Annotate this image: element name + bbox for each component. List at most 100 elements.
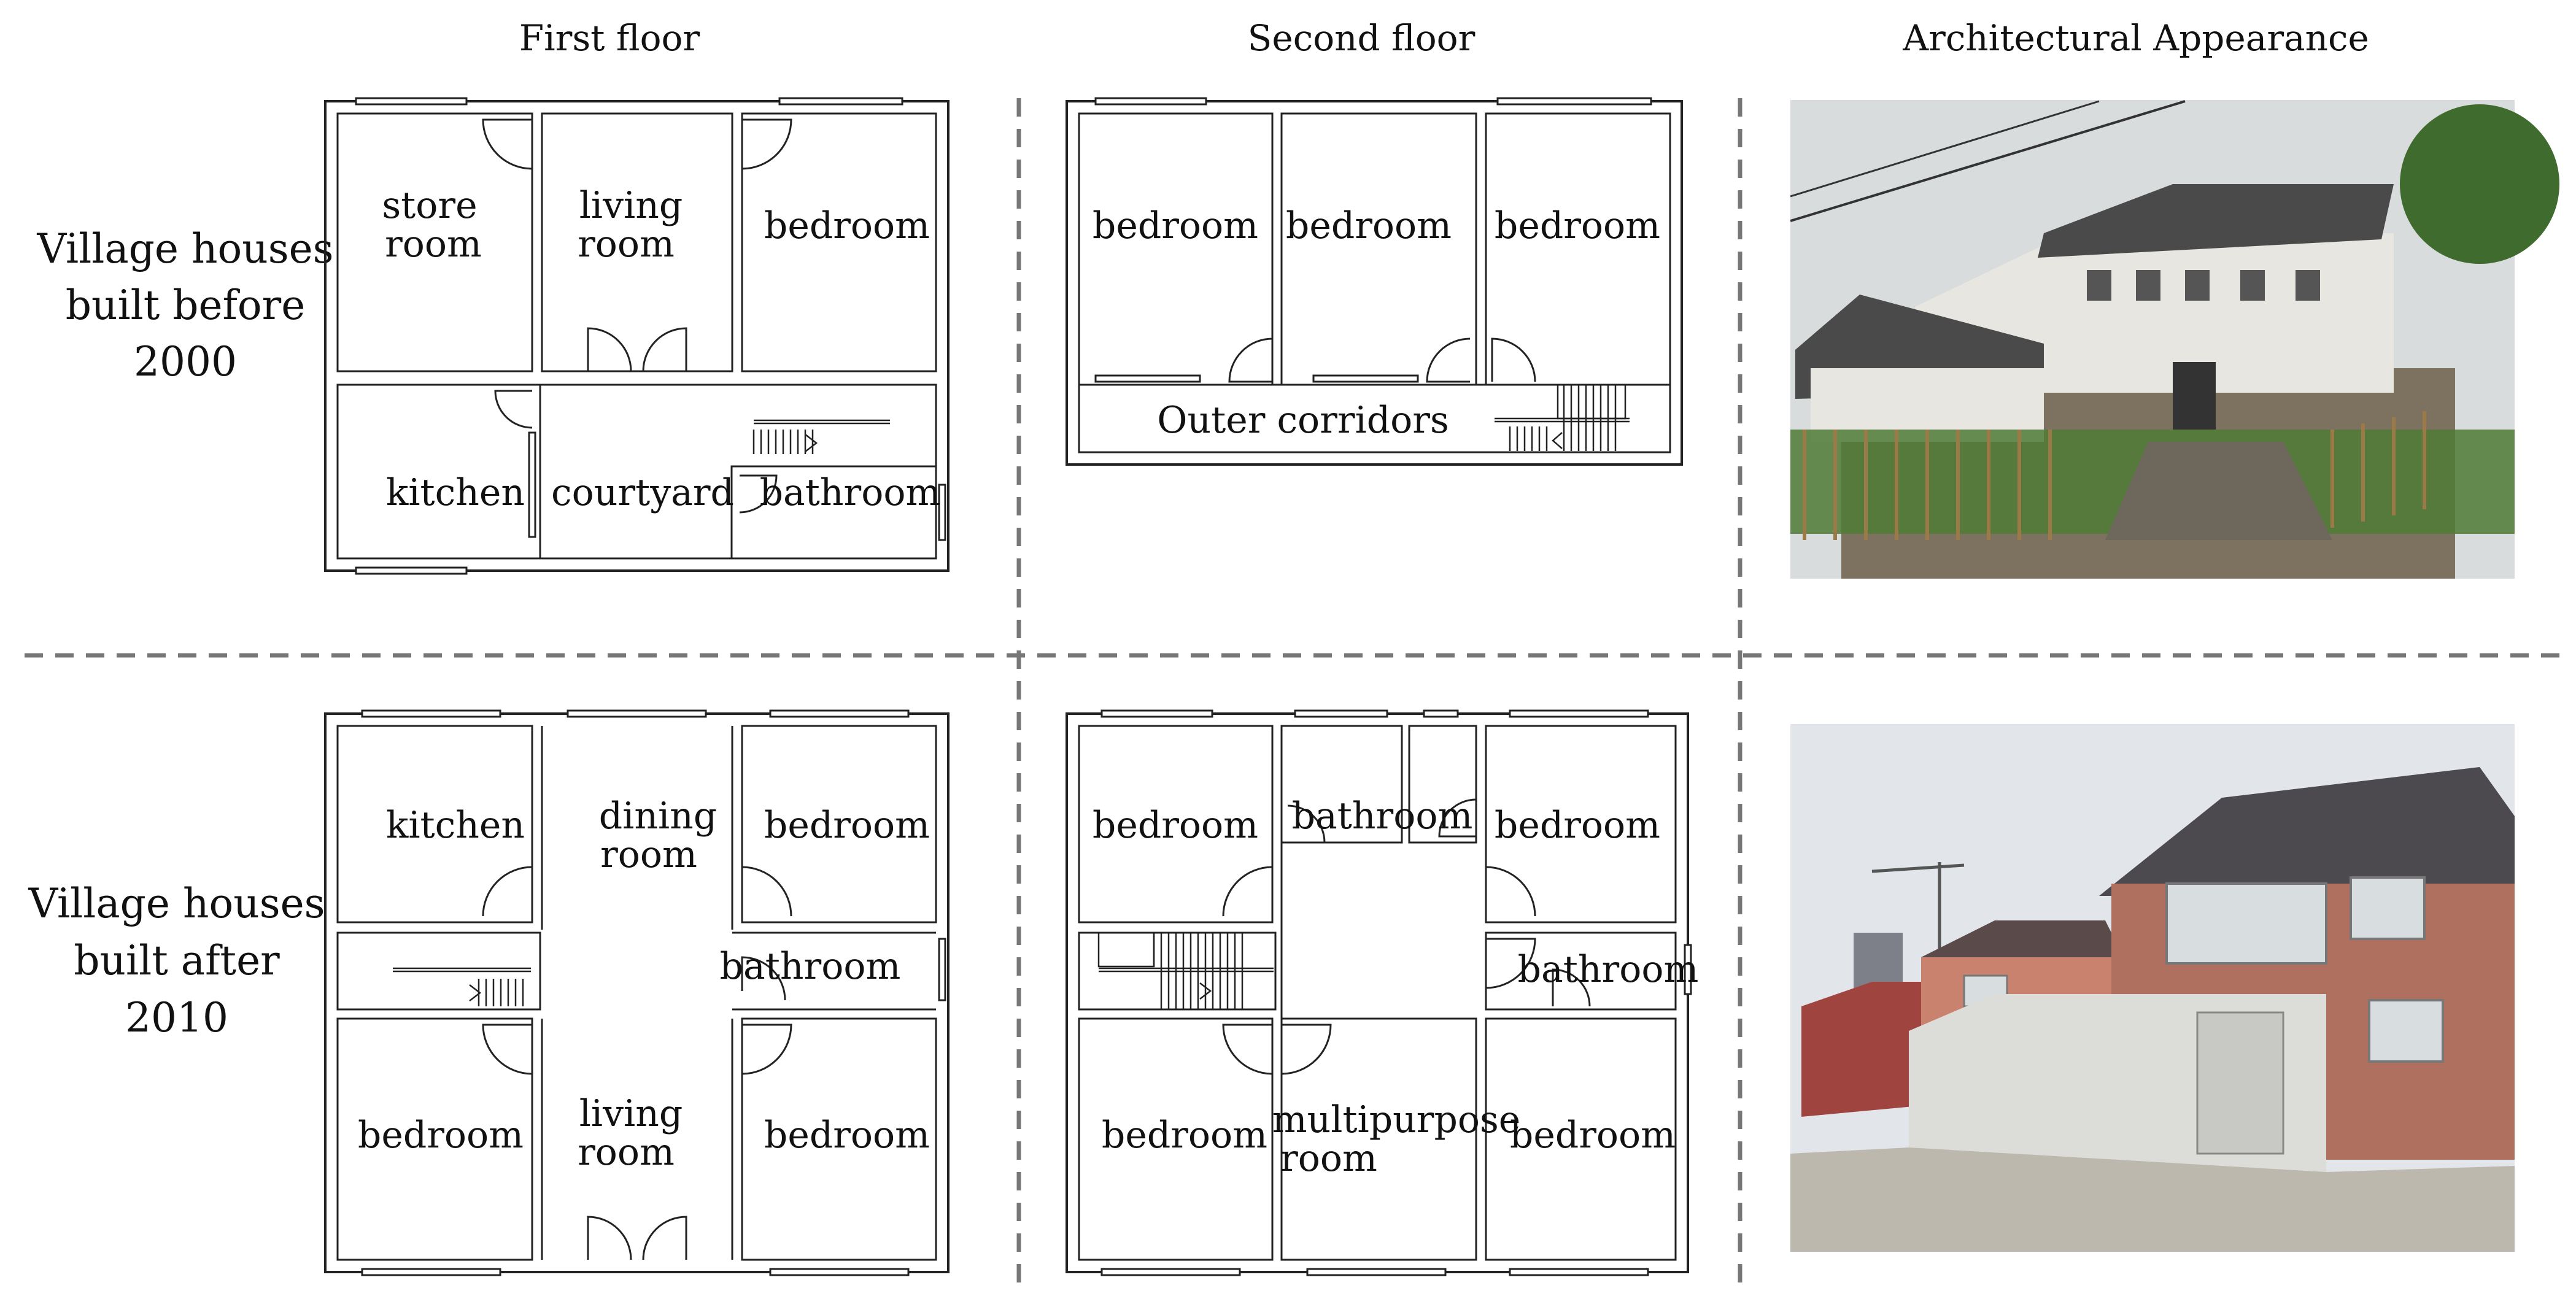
room-label-bathroom-top: bathroom xyxy=(1292,795,1473,838)
window xyxy=(1423,709,1459,718)
photo-village-house-after-2010 xyxy=(1790,724,2515,1252)
window xyxy=(1100,1268,1241,1276)
room-label-bedroom-middle: bedroom xyxy=(1286,204,1452,247)
door xyxy=(642,327,687,372)
door xyxy=(482,1024,533,1075)
door xyxy=(739,474,778,514)
room-label-bathroom: bathroom xyxy=(720,945,901,988)
window xyxy=(361,1268,501,1276)
room-label-bedroom-bottom-left: bedroom xyxy=(1102,1114,1267,1157)
room-label-bathroom: bathroom xyxy=(760,471,941,514)
window xyxy=(1100,709,1213,718)
window xyxy=(1496,97,1652,106)
door xyxy=(482,866,533,917)
row-label-line-1: Village houses xyxy=(28,880,325,927)
door xyxy=(1485,938,1536,989)
window xyxy=(938,484,946,541)
window xyxy=(1312,374,1419,383)
door xyxy=(1228,337,1273,383)
door xyxy=(1552,968,1591,1007)
window xyxy=(778,97,903,106)
room-label-kitchen: kitchen xyxy=(386,804,525,847)
plan-before-2000-second-floor: bedroom bedroom bedroom Outer corridors xyxy=(1066,97,1683,466)
room-label-bedroom-bottom-left: bedroom xyxy=(358,1114,524,1157)
row-label-after-2010: Village houses built after 2010 xyxy=(28,880,325,1041)
door xyxy=(1222,1024,1273,1075)
door xyxy=(1438,798,1477,838)
room-label-bedroom-left: bedroom xyxy=(1093,204,1258,247)
window xyxy=(361,709,501,718)
door xyxy=(1426,337,1471,383)
window xyxy=(938,938,946,1001)
window xyxy=(355,566,468,575)
room-label-multipurpose-line2: room xyxy=(1280,1137,1377,1180)
door xyxy=(1485,866,1536,917)
room-label-bedroom: bedroom xyxy=(764,204,930,247)
door xyxy=(642,1216,687,1260)
room-label-kitchen: kitchen xyxy=(386,471,525,514)
room-label-bedroom-bottom-right: bedroom xyxy=(1510,1114,1676,1157)
door xyxy=(741,118,792,170)
room-label-living-line2: room xyxy=(578,223,675,266)
room-label-living-line2: room xyxy=(578,1131,675,1174)
room-label-bedroom-bottom-right: bedroom xyxy=(764,1114,930,1157)
plan-before-2000-first-floor: store room living room bedroom kitchen c… xyxy=(324,97,950,575)
room-label-bedroom-top-right: bedroom xyxy=(764,804,930,847)
photo-ground xyxy=(1790,1147,2515,1252)
room-label-store-line1: store xyxy=(382,184,477,227)
header-architectural-appearance: Architectural Appearance xyxy=(1902,17,2369,59)
window xyxy=(1509,709,1649,718)
room-label-bedroom-top-right: bedroom xyxy=(1495,804,1660,847)
window xyxy=(1294,709,1388,718)
plan-after-2010-second-floor: bedroom bathroom bedroom bathroom bedroo… xyxy=(1066,709,1699,1276)
row-label-line-2: built before xyxy=(66,282,306,329)
photo-village-house-before-2000 xyxy=(1790,100,2559,579)
row-label-line-1: Village houses xyxy=(36,225,333,272)
door xyxy=(494,390,533,429)
row-label-line-3: 2010 xyxy=(125,994,228,1041)
row-label-line-3: 2000 xyxy=(134,338,237,385)
window xyxy=(1306,1268,1447,1276)
window xyxy=(769,1268,910,1276)
room-label-outer-corridors: Outer corridors xyxy=(1157,399,1449,442)
door xyxy=(741,956,786,1001)
row-label-before-2000: Village houses built before 2000 xyxy=(36,225,333,385)
window xyxy=(1094,374,1201,383)
room-label-store-line2: room xyxy=(385,223,482,266)
room-label-bathroom-right: bathroom xyxy=(1518,948,1699,991)
room-label-bedroom-right: bedroom xyxy=(1495,204,1660,247)
door xyxy=(1287,804,1326,844)
window xyxy=(528,431,536,538)
door xyxy=(1222,866,1274,917)
door xyxy=(741,866,792,917)
window xyxy=(1094,97,1207,106)
door xyxy=(1281,1024,1332,1075)
door xyxy=(587,327,632,372)
room-label-dining-line2: room xyxy=(600,833,697,876)
window xyxy=(355,97,468,106)
door xyxy=(741,1024,792,1075)
door xyxy=(587,1216,632,1260)
staircase xyxy=(1097,931,1274,1009)
door xyxy=(482,118,533,170)
room-label-bedroom-top-left: bedroom xyxy=(1093,804,1258,847)
header-second-floor: Second floor xyxy=(1248,17,1476,59)
staircase xyxy=(393,967,531,1006)
door xyxy=(1491,337,1536,382)
window xyxy=(567,709,707,718)
window xyxy=(769,709,910,718)
room-label-dining-line1: dining xyxy=(599,795,717,838)
window xyxy=(1684,944,1692,995)
room-label-courtyard: courtyard xyxy=(551,471,734,514)
plan-after-2010-first-floor: kitchen dining room bedroom bathroom bed… xyxy=(324,709,950,1276)
staircase xyxy=(752,419,890,454)
room-label-living-line1: living xyxy=(579,1092,683,1135)
row-label-line-2: built after xyxy=(74,937,280,984)
room-label-multipurpose-line1: multipurpose xyxy=(1272,1098,1521,1141)
staircase xyxy=(1495,384,1630,451)
window xyxy=(1509,1268,1649,1276)
header-first-floor: First floor xyxy=(519,17,700,59)
room-label-living-line1: living xyxy=(579,184,683,227)
